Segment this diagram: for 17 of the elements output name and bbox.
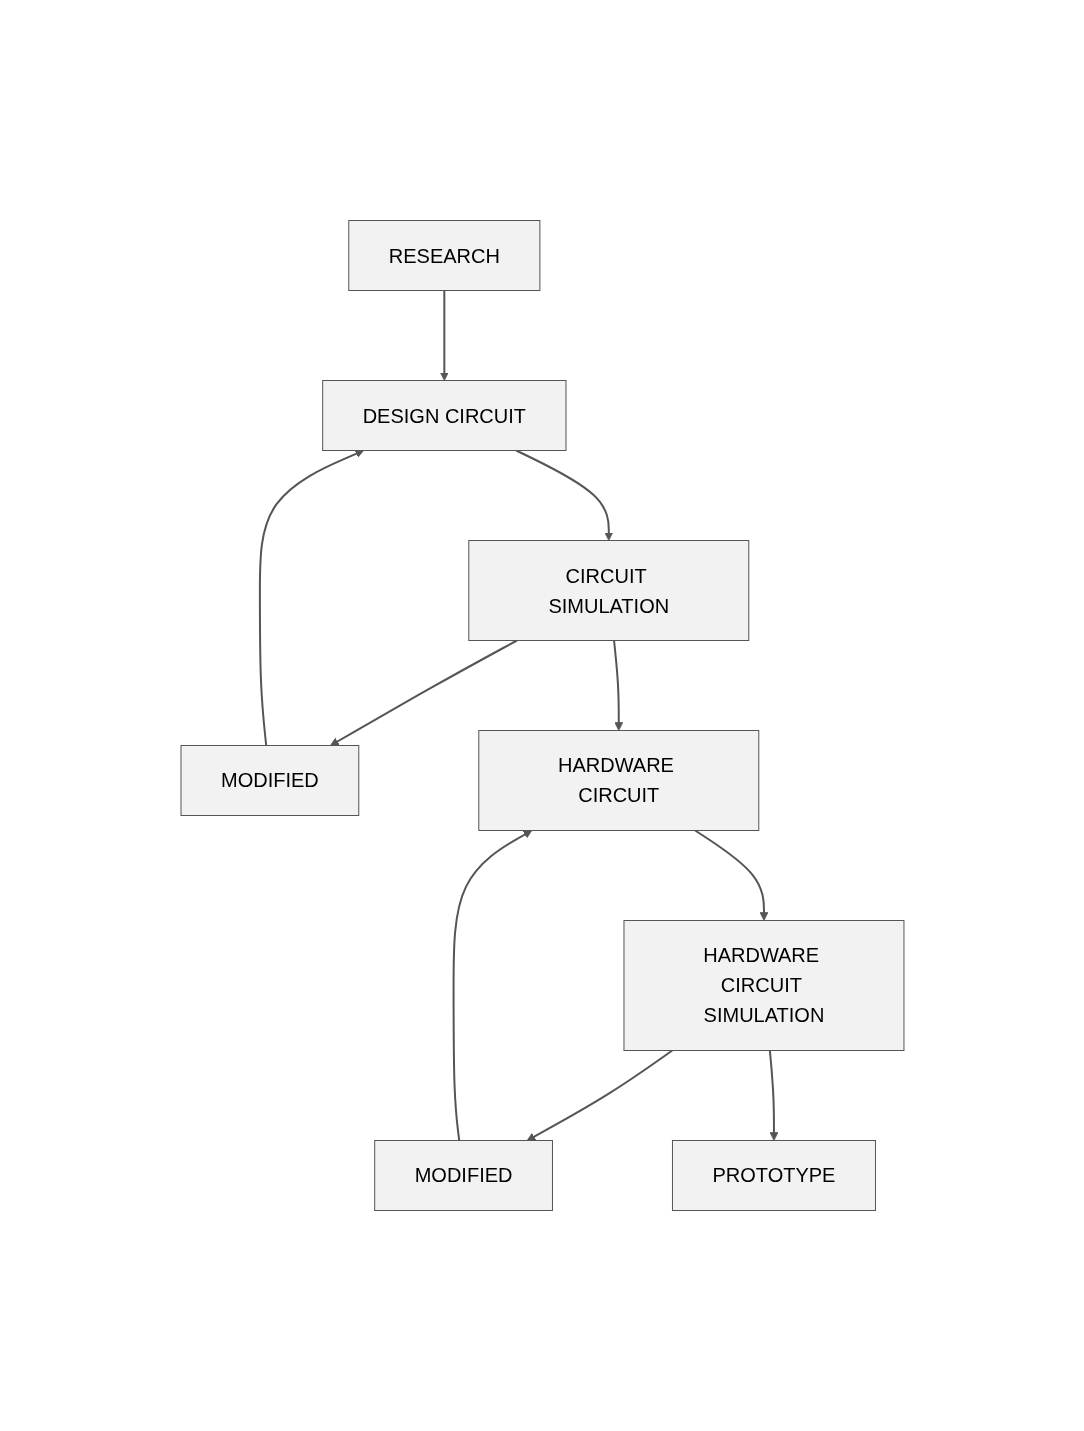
- arrow: [526, 1049, 673, 1141]
- node-box: HARDWARE CIRCUIT SIMULATION: [623, 920, 904, 1051]
- node-box: RESEARCH: [347, 220, 540, 291]
- arrow: [258, 449, 364, 747]
- node-box: MODIFIED: [180, 745, 359, 816]
- arrow: [693, 829, 768, 921]
- node-box: DESIGN CIRCUIT: [321, 380, 566, 451]
- node-box: PROTOTYPE: [671, 1140, 876, 1211]
- arrow: [452, 830, 532, 1142]
- arrow: [329, 639, 518, 746]
- node-box: MODIFIED: [373, 1140, 553, 1211]
- node-box: HARDWARE CIRCUIT: [477, 730, 759, 831]
- arrow: [612, 639, 623, 731]
- arrow: [768, 1049, 778, 1141]
- node-box: CIRCUIT SIMULATION: [467, 540, 749, 641]
- arrow: [514, 449, 613, 541]
- arrow: [439, 289, 449, 381]
